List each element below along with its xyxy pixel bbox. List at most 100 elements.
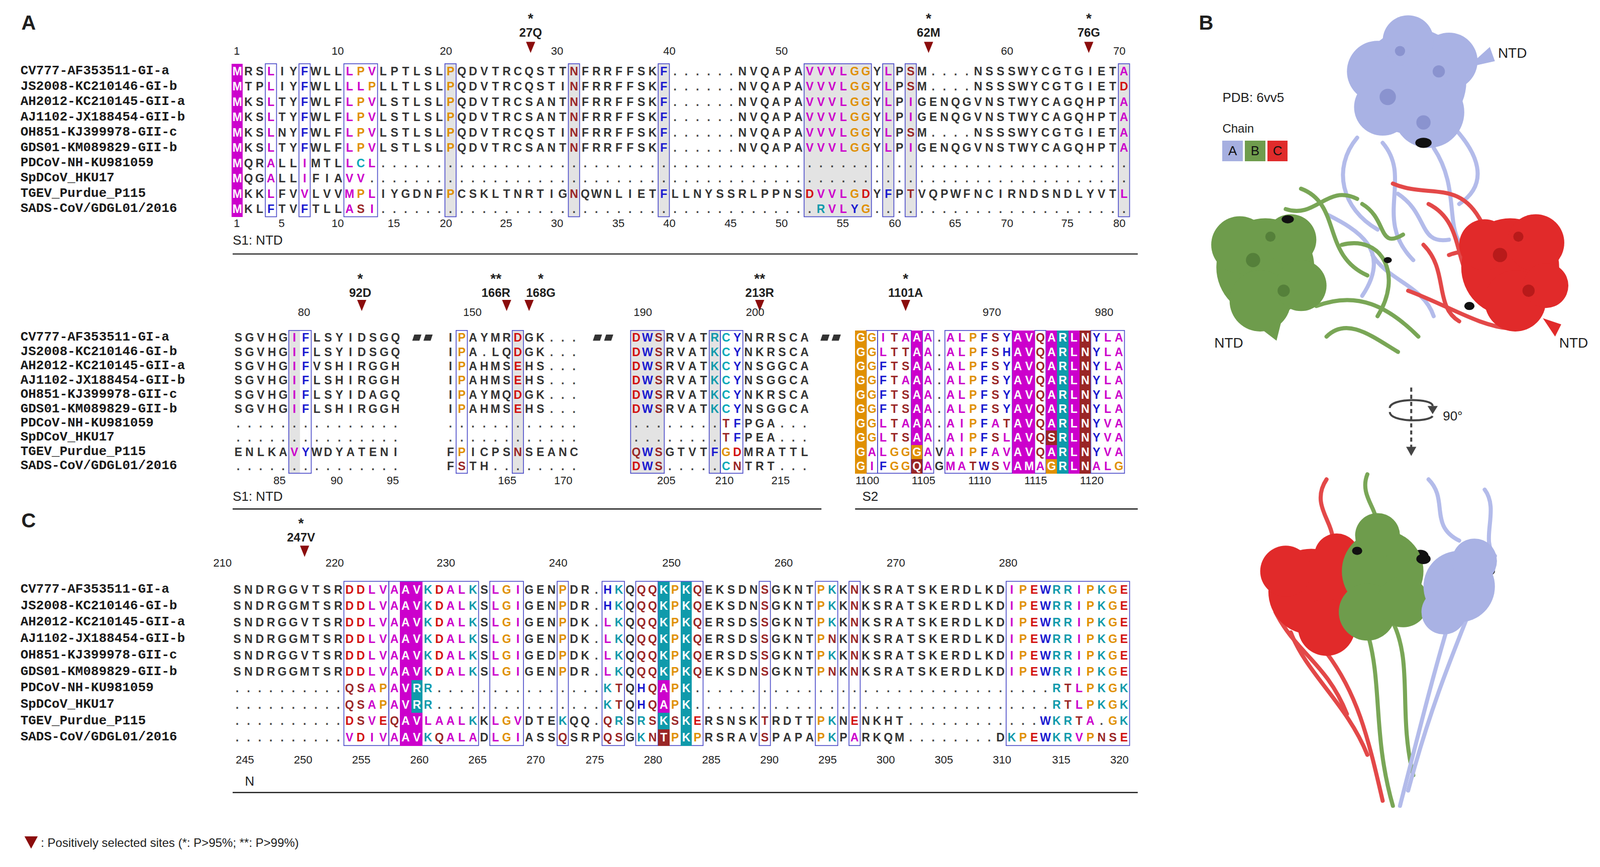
residue: S xyxy=(232,345,244,360)
residue: P xyxy=(355,109,367,125)
residue: Q xyxy=(456,78,468,94)
residue: T xyxy=(888,345,900,360)
ruler-number: 1 xyxy=(233,44,240,58)
residue: H xyxy=(333,373,345,388)
residue: P xyxy=(1096,109,1108,125)
residue: A xyxy=(770,140,782,156)
similarity-frame xyxy=(630,330,665,474)
residue: . xyxy=(748,201,760,217)
residue: K xyxy=(709,359,721,374)
residue: . xyxy=(243,430,255,445)
residue: . xyxy=(669,201,681,217)
residue: . xyxy=(759,170,771,186)
residue: T xyxy=(804,581,816,599)
residue: N xyxy=(568,140,580,156)
sequence-row: IPAHMSEHS... xyxy=(445,401,580,416)
residue: T xyxy=(1107,63,1119,79)
residue: V xyxy=(1102,416,1114,431)
residue: A xyxy=(1045,401,1057,416)
residue: T xyxy=(557,63,569,79)
residue: N xyxy=(1079,430,1091,445)
residue: W xyxy=(642,401,654,416)
residue: T xyxy=(1107,78,1119,94)
residue: . xyxy=(1118,155,1130,171)
residue: G xyxy=(1062,94,1074,110)
residue: M xyxy=(489,387,501,402)
residue: . xyxy=(389,430,401,445)
residue: R xyxy=(1062,597,1074,615)
residue: . xyxy=(266,459,278,474)
residue: N xyxy=(792,597,804,615)
residue: G xyxy=(765,401,777,416)
sequence-row: DWSRVATKCYNSGGCA xyxy=(630,359,811,374)
residue: S xyxy=(725,581,737,599)
residue: T xyxy=(310,614,322,631)
residue: F xyxy=(433,186,445,202)
residue: G xyxy=(378,373,390,388)
residue: T xyxy=(905,186,917,202)
residue: M xyxy=(231,186,243,202)
residue: N xyxy=(568,125,580,141)
residue: N xyxy=(242,597,254,615)
residue: N xyxy=(742,330,755,345)
residue: V xyxy=(355,170,367,186)
residue: Q xyxy=(523,63,535,79)
ruler-number: 10 xyxy=(331,44,344,58)
residue: P xyxy=(967,430,979,445)
residue: . xyxy=(972,170,984,186)
residue: I xyxy=(1006,597,1018,615)
residue: T xyxy=(321,155,333,171)
residue: . xyxy=(804,201,816,217)
residue: . xyxy=(557,201,569,217)
residue: L xyxy=(798,445,810,460)
residue: L xyxy=(332,78,344,94)
residue: . xyxy=(590,201,602,217)
residue: . xyxy=(322,430,334,445)
residue: . xyxy=(748,170,760,186)
residue: Q xyxy=(635,581,647,599)
ruler-number: 60 xyxy=(1001,44,1014,58)
residue: L xyxy=(955,330,968,345)
residue: K xyxy=(613,597,625,615)
residue: . xyxy=(590,581,602,599)
similarity-frame xyxy=(489,581,524,746)
residue: A xyxy=(944,373,956,388)
residue: . xyxy=(624,201,636,217)
ruler-number: 1110 xyxy=(968,474,992,487)
residue: H xyxy=(266,330,278,345)
residue: H xyxy=(389,401,401,416)
residue: P xyxy=(557,581,569,599)
ruler-number: 50 xyxy=(775,217,788,230)
residue: T xyxy=(1006,94,1018,110)
residue: V xyxy=(288,445,300,460)
residue: . xyxy=(691,78,703,94)
residue: L xyxy=(411,78,423,94)
residue: . xyxy=(590,614,602,631)
ribbon-chain-c xyxy=(1423,244,1460,322)
residue: G xyxy=(243,373,255,388)
residue: P xyxy=(557,614,569,631)
residue: . xyxy=(557,373,569,388)
residue: T xyxy=(697,401,709,416)
residue: S xyxy=(989,430,1001,445)
residue: F xyxy=(613,125,625,141)
residue: . xyxy=(568,155,580,171)
residue: S xyxy=(983,63,995,79)
residue: S xyxy=(322,373,334,388)
residue: Y xyxy=(871,94,883,110)
residue: . xyxy=(1118,170,1130,186)
residue: S xyxy=(792,186,804,202)
residue: G xyxy=(855,345,867,360)
residue: L xyxy=(1068,330,1080,345)
residue: D xyxy=(860,186,872,202)
residue: S xyxy=(467,186,479,202)
residue: . xyxy=(871,155,883,171)
residue: D xyxy=(254,597,266,615)
residue: N xyxy=(546,109,558,125)
residue: . xyxy=(748,155,760,171)
residue: . xyxy=(568,345,580,360)
residue: T xyxy=(720,416,732,431)
residue: . xyxy=(680,155,692,171)
residue: L xyxy=(411,94,423,110)
residue: V xyxy=(826,186,838,202)
